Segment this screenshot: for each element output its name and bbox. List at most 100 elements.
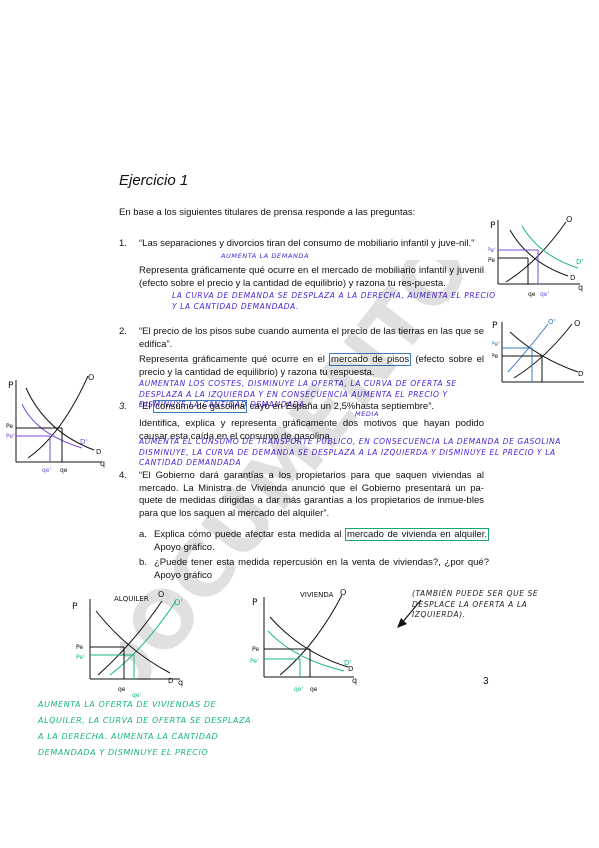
axis-q-label: q (178, 678, 183, 687)
q2-number: 2. (119, 326, 127, 337)
price-label: Pe (6, 423, 13, 430)
q4-number: 4. (119, 470, 127, 481)
q4a-text-start: Explica cómo puede afectar esta medida a… (154, 529, 345, 540)
quantity-new-label: qe' (132, 692, 142, 699)
supply-shifted-label: O' (174, 598, 183, 607)
q2-highlight-box: mercado de pisos (329, 353, 412, 366)
q3-headline-end: cayó en España un 2,5%hasta septiembre”. (247, 401, 434, 412)
market-label: VIVIENDA (300, 591, 334, 599)
quantity-label: qe (60, 467, 68, 474)
demand-label: D (348, 665, 353, 673)
price-new-label: Pe' (76, 654, 85, 661)
price-new-label: Pe' (492, 341, 500, 348)
supply-label: O (566, 215, 572, 224)
q4a-handwritten-answer: AUMENTA LA OFERTA DE VIVIENDAS DE ALQUIL… (38, 700, 252, 757)
q4-text: “El Gobierno dará garantías a los propie… (139, 470, 484, 519)
demand-curve (269, 616, 349, 668)
demand-label: D (570, 274, 575, 282)
demand-curve (509, 229, 569, 277)
demand-label: D (578, 370, 583, 378)
quantity-label: qe (118, 686, 126, 693)
q2-task: Representa gráficamente qué ocurre en el… (139, 353, 485, 379)
q4a-text-end: Apoyo gráfico. (154, 541, 215, 553)
supply-curve (513, 323, 573, 379)
axis-q-label: q (578, 283, 583, 292)
q3-number: 3. (119, 401, 127, 412)
q3-headline: “El consumo de gasolina cayó en España u… (139, 400, 484, 414)
axis-q-label: q (352, 676, 357, 685)
supply-curve (27, 375, 89, 459)
demand-shifted-label: D' (80, 438, 87, 446)
graph-q1: P O D D' Pe' Pe qe qe' q (488, 215, 583, 298)
price-new-label: Pe' (250, 658, 259, 665)
graph-q4a-rental: P ALQUILER O O' D Pe Pe' qe qe' q (72, 590, 183, 699)
q4b-label: b. (139, 557, 147, 568)
price-new-label: Pe' (488, 247, 496, 254)
quantity-new-label: qe' (42, 467, 52, 474)
axis-p-label: P (252, 598, 258, 608)
supply-curve (505, 221, 567, 283)
axis-p-label: P (490, 221, 496, 231)
supply-shifted-curve (109, 600, 177, 676)
q3-highlight-box: consumo de gasolina (153, 400, 248, 413)
demand-shifted-curve (267, 630, 345, 672)
supply-curve (279, 594, 343, 676)
demand-curve (95, 610, 171, 674)
quantity-new-label: qe' (540, 291, 550, 298)
arrow-icon (397, 599, 422, 628)
demand-label: D (96, 448, 101, 456)
axis-p-label: P (492, 321, 498, 331)
demand-shifted-curve (521, 225, 579, 269)
q1-number: 1. (119, 238, 127, 249)
q3-handwritten-note: MEDIA (355, 410, 380, 418)
demand-shifted-curve (21, 403, 83, 449)
quantity-label: qe (310, 686, 318, 693)
q1-handwritten-answer: LA CURVA DE DEMANDA SE DESPLAZA A LA DER… (172, 291, 496, 311)
price-label: Pe (252, 646, 259, 653)
demand-shifted-label: D' (576, 258, 583, 266)
q4a-text: Explica cómo puede afectar esta medida a… (154, 528, 489, 554)
supply-curve (97, 600, 163, 676)
q2-handwritten-answer: AUMENTAN LOS COSTES, DISMINUYE LA OFERTA… (139, 379, 457, 409)
right-handwritten-note: (TAMBIÉN PUEDE SER QUE SE DESPLACE LA OF… (412, 589, 539, 619)
intro-text: En base a los siguientes titulares de pr… (119, 207, 416, 218)
market-label: ALQUILER (114, 595, 149, 603)
supply-label: O (88, 373, 94, 382)
q1-task: Representa gráficamente qué ocurre en el… (139, 265, 484, 289)
q4b-text: ¿Puede tener esta medida repercusión en … (154, 557, 489, 581)
q3-handwritten-answer: AUMENTA EL CONSUMO DE TRANSPORTE PÚBLICO… (139, 437, 561, 467)
q1-headline: “Las separaciones y divorcios tiran del … (139, 238, 475, 249)
price-label: Pe (76, 644, 83, 651)
q4a-highlight-box: mercado de vivienda en alquiler. (344, 528, 489, 541)
demand-label: D (168, 677, 173, 685)
demand-curve (25, 387, 95, 451)
graph-q4b-housing: P VIVIENDA O D D' Pe Pe' qe' qe q (250, 588, 357, 693)
q2-task-start: Representa gráficamente qué ocurre en el (139, 354, 330, 365)
q3-task: Identifica, explica y representa gráfica… (139, 418, 484, 442)
exercise-title: Ejercicio 1 (119, 172, 189, 189)
page-number: 3 (483, 676, 489, 687)
supply-label: O (574, 319, 580, 328)
q4a-label: a. (139, 529, 147, 540)
axis-p-label: P (72, 602, 78, 612)
demand-curve (509, 331, 579, 373)
axis-q-label: q (100, 459, 105, 468)
graph-q2: P O O' D Pe' Pe (492, 318, 584, 383)
q2-headline: “El precio de los pisos sube cuando aume… (139, 326, 484, 350)
supply-shifted-curve (507, 323, 549, 373)
demand-shifted-label: D' (344, 659, 351, 667)
price-label: Pe (492, 353, 498, 360)
price-new-label: Pe' (6, 433, 15, 440)
supply-shifted-label: O' (548, 318, 556, 326)
q1-handwritten-note: AUMENTA LA DEMANDA (221, 252, 310, 260)
quantity-label: qe (528, 291, 536, 298)
axis-p-label: P (8, 381, 14, 391)
q3-headline-start: “El (139, 401, 154, 412)
price-label: Pe (488, 257, 495, 264)
supply-label: O (340, 588, 346, 597)
graph-q3: P O D D' Pe Pe' qe' qe q (6, 373, 105, 474)
supply-label: O (158, 590, 164, 599)
quantity-new-label: qe' (294, 686, 304, 693)
q2-task-end: (efecto sobre el precio y la cantidad de… (139, 354, 485, 378)
